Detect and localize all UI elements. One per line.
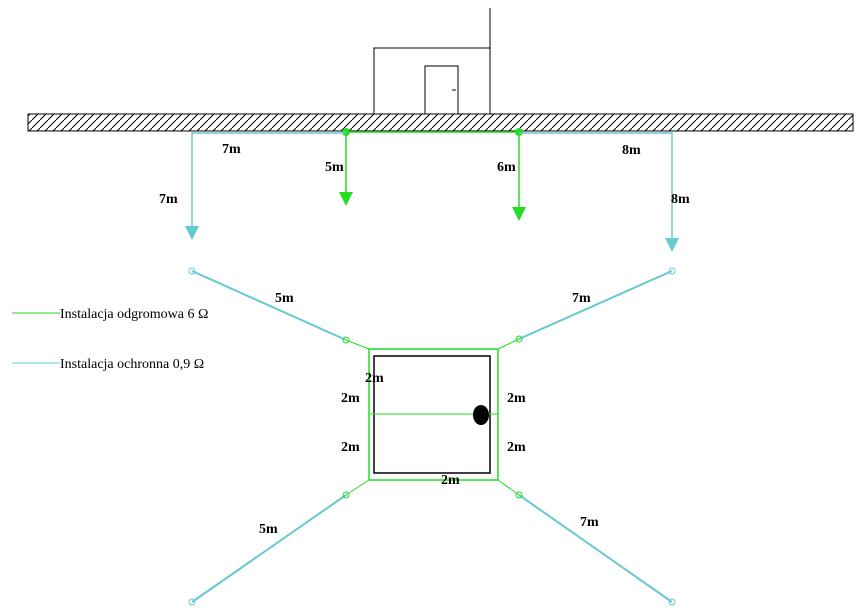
building-door — [424, 65, 459, 115]
cyan-lead-right-arrow — [665, 238, 679, 252]
earthing-grid — [368, 348, 499, 481]
measurement-point — [473, 405, 489, 425]
label-green-rod-right: 6m — [497, 160, 516, 175]
label-right-horizontal: 8m — [622, 143, 641, 158]
cyan-lead-left-arrow — [185, 226, 199, 240]
label-upper-right-diagonal: 7m — [572, 291, 591, 306]
cyan-lead-left — [191, 132, 346, 228]
label-square-right-lower: 2m — [507, 440, 526, 455]
building — [373, 8, 491, 115]
label-square-left-upper: 2m — [341, 391, 360, 406]
label-left-vertical: 7m — [159, 192, 178, 207]
cyan-lead-right — [519, 132, 673, 240]
lower-right-diagonal — [497, 479, 676, 606]
green-rod-right-arrow — [512, 207, 526, 221]
label-right-vertical: 8m — [671, 192, 690, 207]
label-green-rod-left: 5m — [325, 160, 344, 175]
legend: Instalacja odgromowa 6 Ω Instalacja ochr… — [12, 307, 208, 372]
upper-right-diagonal — [497, 267, 676, 350]
label-upper-left-diagonal: 5m — [275, 291, 294, 306]
legend-green-label: Instalacja odgromowa 6 Ω — [60, 307, 208, 322]
ground-surface — [27, 113, 854, 132]
lower-left-diagonal — [188, 479, 370, 606]
label-square-bottom: 2m — [441, 473, 460, 488]
label-square-inner-top: 2m — [365, 371, 384, 386]
label-lower-left-diagonal: 5m — [259, 522, 278, 537]
label-lower-right-diagonal: 7m — [580, 515, 599, 530]
label-square-left-lower: 2m — [341, 440, 360, 455]
upper-left-diagonal — [188, 267, 370, 350]
legend-cyan-label: Instalacja ochronna 0,9 Ω — [60, 357, 204, 372]
label-square-right-upper: 2m — [507, 391, 526, 406]
green-rod-left-arrow — [339, 192, 353, 206]
label-left-horizontal: 7m — [222, 142, 241, 157]
